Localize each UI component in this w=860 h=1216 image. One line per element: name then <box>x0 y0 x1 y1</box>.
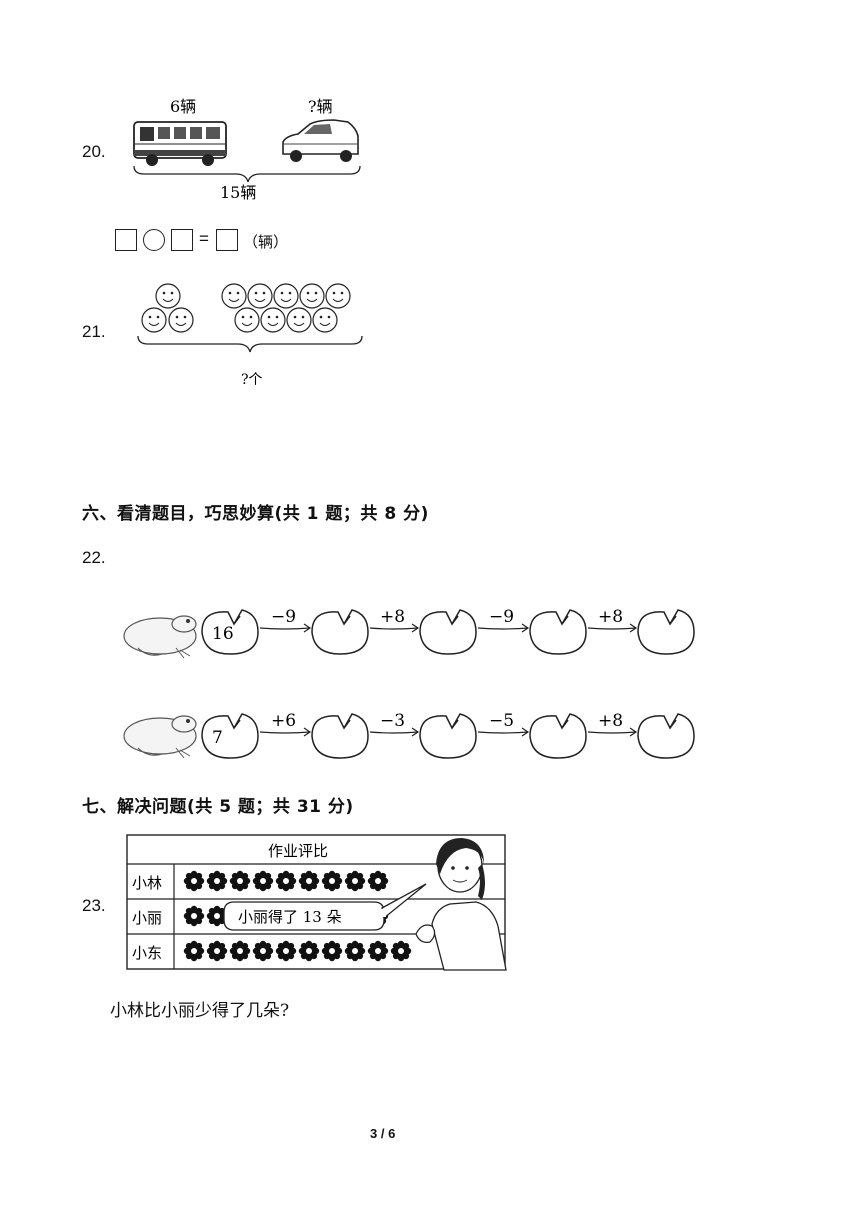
total-brace <box>137 335 363 353</box>
teacher-figure <box>415 838 507 971</box>
start-number: 16 <box>212 624 234 644</box>
lily-pad-4 <box>529 713 587 759</box>
smiley-face-icon <box>286 307 312 333</box>
smiley-face-icon <box>234 307 260 333</box>
total-brace <box>133 165 361 183</box>
frog-lilypad-chains: 16 −9 +8 −9 +8 7 +6 −3 −5 +8 <box>123 607 695 759</box>
total-count-label: 15辆 <box>220 183 256 202</box>
operator-circle[interactable] <box>143 229 165 251</box>
flower-icon <box>321 940 343 962</box>
operation-arrow-3 <box>477 727 530 737</box>
flower-icon <box>206 940 228 962</box>
operation-label: −5 <box>489 711 514 731</box>
operation-label: +6 <box>271 711 296 731</box>
operation-label: +8 <box>598 607 623 627</box>
operation-arrow-2 <box>369 623 420 633</box>
speech-bubble <box>223 883 427 931</box>
flower-icon <box>390 940 412 962</box>
operation-arrow-4 <box>587 727 638 737</box>
question-23-text: 小林比小丽少得了几朵? <box>110 1001 290 1021</box>
operation-label: +8 <box>598 711 623 731</box>
smiley-face-icon <box>247 283 273 309</box>
operation-label: −3 <box>380 711 405 731</box>
flower-icon <box>252 940 274 962</box>
bus-icon <box>133 121 227 166</box>
total-count-label: ?个 <box>241 372 263 388</box>
operation-label: −9 <box>271 607 296 627</box>
answer-box-3[interactable] <box>216 229 238 251</box>
operation-arrow-1 <box>259 727 312 737</box>
smiley-face-icon <box>260 307 286 333</box>
speech-text: 小丽得了 13 朵 <box>238 908 342 926</box>
smiley-face-icon <box>325 283 351 309</box>
operation-arrow-1 <box>259 623 312 633</box>
smiley-face-icon <box>221 283 247 309</box>
flower-icon <box>298 940 320 962</box>
smiley-face-icon <box>168 307 194 333</box>
flower-icon <box>183 870 205 892</box>
lily-pad-2 <box>311 609 369 655</box>
question-number-20: 20. <box>82 142 106 161</box>
frog-icon <box>123 715 197 759</box>
lily-pad-5 <box>637 609 695 655</box>
flower-icon <box>344 870 366 892</box>
section-heading-6: 六、看清题目，巧思妙算(共 1 题；共 8 分) <box>82 504 429 524</box>
table-title: 作业评比 <box>268 842 328 860</box>
operation-arrow-2 <box>369 727 420 737</box>
bus-count-label: 6辆 <box>170 97 196 116</box>
smiley-face-icon <box>141 307 167 333</box>
start-number: 7 <box>212 728 223 748</box>
question-number-22: 22. <box>82 548 106 567</box>
row-label-xiaolin: 小林 <box>132 874 162 892</box>
answer-box-1[interactable] <box>115 229 137 251</box>
smiley-face-icon <box>155 283 181 309</box>
section-heading-7: 七、解决问题(共 5 题；共 31 分) <box>82 797 354 817</box>
bus-car-illustration: 6辆 ?辆 15辆 <box>133 97 361 202</box>
flower-icon <box>183 940 205 962</box>
frog-icon <box>123 615 197 659</box>
flower-icon <box>344 940 366 962</box>
car-icon <box>282 119 359 162</box>
operation-arrow-4 <box>587 623 638 633</box>
operation-label: −9 <box>489 607 514 627</box>
smiley-faces-illustration: ?个 <box>137 283 363 388</box>
flower-icon <box>321 870 343 892</box>
lily-pad-1 <box>201 713 259 759</box>
page-number: 3 / 6 <box>370 1126 396 1141</box>
operation-arrow-3 <box>477 623 530 633</box>
lily-pad-5 <box>637 713 695 759</box>
lily-pad-1 <box>201 609 259 655</box>
flower-icon <box>252 870 274 892</box>
flower-icon <box>275 870 297 892</box>
lily-pad-3 <box>419 609 477 655</box>
question-number-23: 23. <box>82 896 106 915</box>
flower-icon <box>229 940 251 962</box>
lily-pad-2 <box>311 713 369 759</box>
row-label-xiaodong: 小东 <box>132 944 162 962</box>
equals-sign: = <box>199 229 209 248</box>
lily-pad-4 <box>529 609 587 655</box>
lily-pad-3 <box>419 713 477 759</box>
flower-icon <box>298 870 320 892</box>
question-number-21: 21. <box>82 322 106 341</box>
flower-icon <box>183 905 205 927</box>
flower-icon <box>206 870 228 892</box>
smiley-face-icon <box>299 283 325 309</box>
unit-label: （辆） <box>243 233 289 251</box>
homework-rating-table: 作业评比 小林 小丽 小东 小丽得了 13 朵 <box>126 834 507 971</box>
answer-box-2[interactable] <box>171 229 193 251</box>
smiley-face-icon <box>273 283 299 309</box>
flower-icon <box>367 940 389 962</box>
row-label-xiaoli: 小丽 <box>132 909 162 927</box>
operation-label: +8 <box>380 607 405 627</box>
flower-icon <box>275 940 297 962</box>
flower-icon <box>367 870 389 892</box>
smiley-face-icon <box>312 307 338 333</box>
car-count-label: ?辆 <box>308 97 333 116</box>
flower-icon <box>229 870 251 892</box>
